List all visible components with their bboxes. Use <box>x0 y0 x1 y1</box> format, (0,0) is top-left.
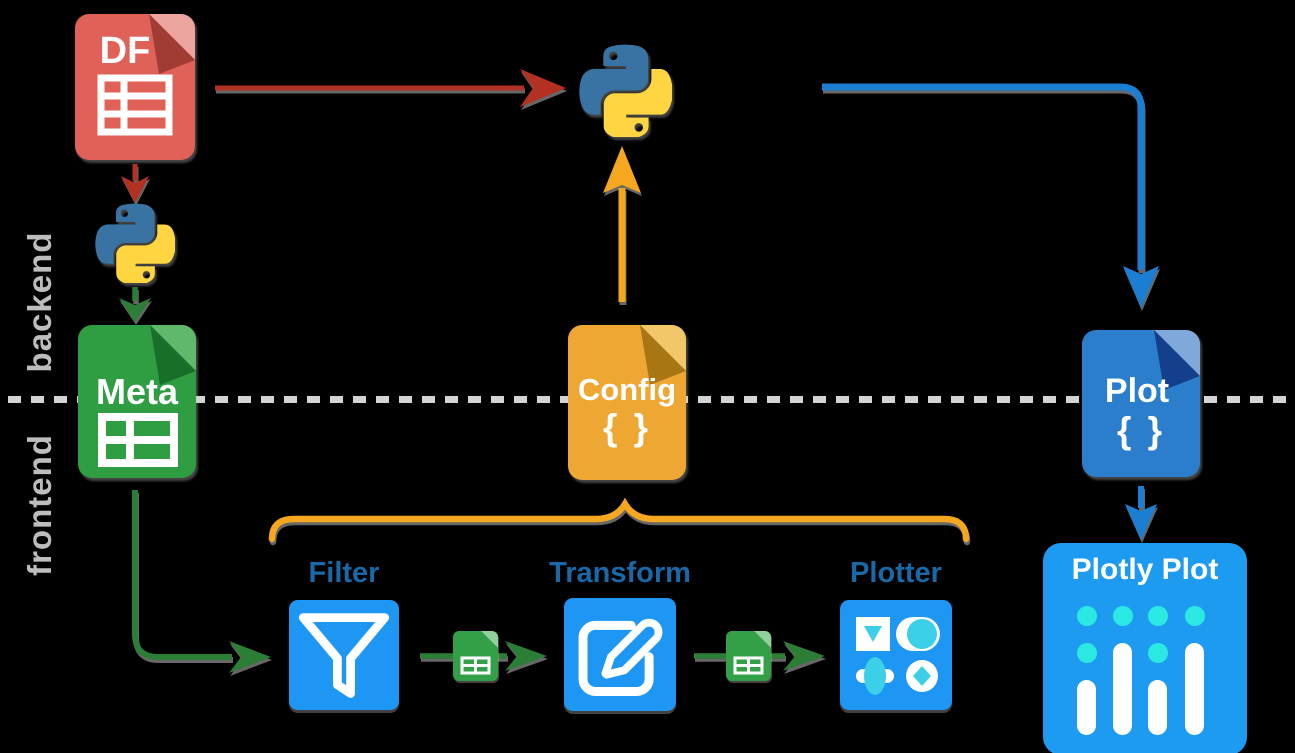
meta-file-icon: Meta <box>78 325 196 478</box>
python-to-meta-arrow <box>119 287 151 322</box>
file-shape <box>78 325 196 478</box>
funnel-icon <box>298 613 390 698</box>
python-icon-main <box>579 44 672 137</box>
config-to-python-arrow <box>603 146 641 302</box>
plot-shapes-icon <box>856 617 940 695</box>
file-shape <box>75 14 195 160</box>
plotly-plot-label: Plotly Plot <box>1071 553 1219 586</box>
df-to-python-arrow <box>215 69 566 107</box>
file-shape <box>1082 330 1200 477</box>
meta-file-label: Meta <box>95 371 179 412</box>
plot-file-label: Plot <box>1104 372 1170 410</box>
transform-box <box>564 598 676 711</box>
frontend-zone-label: frontend <box>21 434 58 576</box>
file-shape <box>568 325 686 480</box>
sheet-icon <box>453 631 498 681</box>
plotly-plot-box: Plotly Plot <box>1043 543 1247 753</box>
transform-label: Transform <box>549 557 691 589</box>
filter-box <box>289 600 399 710</box>
python-icon-backend <box>95 203 175 283</box>
backend-zone-label: backend <box>21 231 58 373</box>
plot-braces-label: { } <box>1116 410 1166 451</box>
config-file-icon: Config { } <box>568 325 686 480</box>
df-file-icon: DF <box>75 14 195 160</box>
spreadsheet-grid-icon <box>98 413 178 467</box>
plotter-label: Plotter <box>850 557 942 589</box>
config-braces-label: { } <box>602 407 652 448</box>
config-file-label: Config <box>577 372 677 407</box>
meta-to-filter-arrow <box>132 490 271 673</box>
python-to-plot-arrow <box>822 83 1159 308</box>
edit-pencil-icon <box>578 618 663 696</box>
plotter-box <box>840 600 952 710</box>
plot-to-plotly-arrow <box>1125 486 1157 540</box>
sheet-icon <box>726 631 771 681</box>
df-to-backend-python-arrow <box>121 164 149 203</box>
filter-label: Filter <box>308 557 380 589</box>
config-scope-brace <box>268 497 970 543</box>
df-file-label: DF <box>99 30 151 72</box>
plot-file-icon: Plot { } <box>1082 330 1200 477</box>
spreadsheet-grid-icon <box>97 74 173 136</box>
